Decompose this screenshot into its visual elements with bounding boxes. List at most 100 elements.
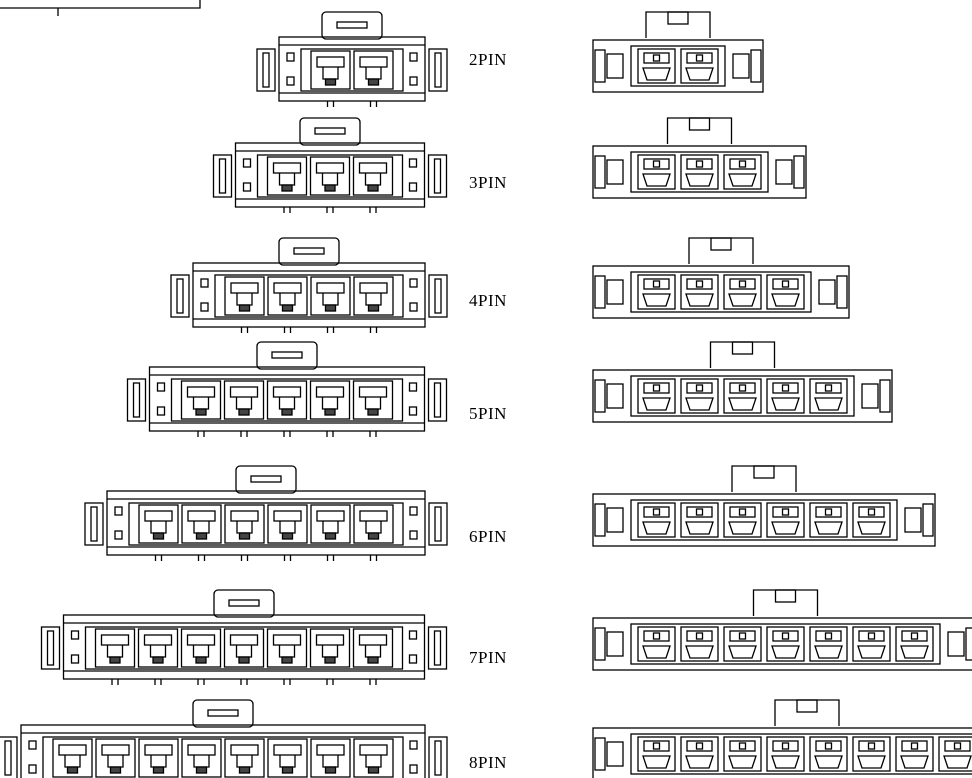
rear-terminal-hole: [695, 54, 704, 62]
housing-plate: [234, 142, 426, 208]
terminal-slot: [279, 521, 296, 534]
ear-rib-right: [434, 278, 442, 314]
rear-terminal-lance: [857, 755, 886, 769]
terminal-slot: [236, 293, 253, 306]
rear-terminal-hole: [652, 384, 661, 392]
rear-terminal-hole: [824, 508, 833, 516]
ear-rib-left: [176, 278, 184, 314]
front-view-6pin: [84, 465, 448, 561]
latch-slot: [271, 351, 303, 359]
rear-cavity-1: [637, 274, 676, 310]
rear-terminal-lance: [642, 755, 671, 769]
rear-cavity-window: [772, 382, 799, 394]
rear-cavity-window: [858, 630, 885, 642]
cavity-outline: [267, 504, 308, 544]
rear-terminal-lance: [728, 645, 757, 659]
rear-cavity-window: [729, 630, 756, 642]
side-window-left-bottom: [114, 530, 123, 540]
terminal-crimp: [367, 656, 379, 664]
rear-cavity-outline: [637, 274, 676, 310]
rear-cavity-7: [895, 626, 934, 662]
ear-rib-left: [46, 630, 55, 666]
rear-cavity-4: [766, 626, 805, 662]
rear-terminal-lance: [685, 173, 714, 187]
cavity-outline: [181, 738, 222, 778]
lock-clip-window: [796, 699, 818, 713]
rear-cavity-2: [680, 736, 719, 772]
ear-rib-left: [4, 740, 12, 776]
rear-cavity-window: [729, 506, 756, 518]
rear-cavity-window: [643, 740, 670, 752]
side-ear-left: [212, 154, 233, 198]
lock-clip: [709, 341, 776, 368]
cavity-outline: [310, 50, 351, 90]
rear-cavity-outline: [680, 626, 719, 662]
rear-body: [630, 271, 812, 313]
rear-body: [630, 623, 941, 665]
terminal-crimp: [66, 766, 79, 774]
rear-cavity-outline: [766, 626, 805, 662]
rear-ear-right: [879, 379, 891, 413]
terminal-crimp: [109, 656, 121, 664]
cavity-outline: [94, 628, 136, 668]
terminal-crimp: [238, 408, 250, 416]
rear-cavity-outline: [766, 736, 805, 772]
rear-cavity-7: [895, 736, 934, 772]
side-window-left-top: [242, 158, 252, 168]
front-cavity-6: [309, 628, 351, 685]
cavity-window: [144, 510, 173, 522]
rear-terminal-hole: [781, 280, 790, 288]
cavity-window: [272, 634, 302, 646]
front-cavity-2: [95, 738, 136, 778]
cavity-window: [358, 634, 388, 646]
rear-cavity-window: [815, 630, 842, 642]
front-cavity-3: [180, 628, 222, 685]
side-ear-left: [84, 502, 104, 546]
terminal-slot: [322, 67, 339, 80]
rear-latch-left: [606, 279, 624, 305]
ear-rib-left: [218, 158, 227, 194]
terminal-slot: [64, 755, 81, 768]
rear-latch-right: [861, 383, 879, 409]
side-window-left-top: [156, 382, 166, 392]
side-ear-left: [256, 48, 276, 92]
front-cavity-2: [267, 276, 308, 333]
rear-terminal-hole: [652, 742, 661, 750]
rear-cavity-outline: [852, 502, 891, 538]
terminal-slot: [278, 397, 296, 410]
rear-cavity-outline: [852, 736, 891, 772]
rear-cavity-window: [858, 506, 885, 518]
rear-latch-left: [606, 741, 624, 767]
latch-slot: [228, 599, 260, 607]
rear-cavity-outline: [766, 274, 805, 310]
cavity-window: [186, 386, 216, 398]
rear-cavity-6: [852, 626, 891, 662]
front-cavity-4: [267, 504, 308, 561]
ear-rib-left: [132, 382, 141, 418]
terminal-slot: [193, 521, 210, 534]
rear-plate: [592, 265, 850, 319]
rear-terminal-lance: [728, 755, 757, 769]
rear-cavity-outline: [766, 502, 805, 538]
side-ear-right: [427, 626, 448, 670]
cavity-outline: [267, 276, 308, 316]
rear-terminal-hole: [738, 508, 747, 516]
rear-cavity-window: [686, 382, 713, 394]
housing-body: [42, 736, 404, 778]
cavity-outline: [224, 738, 265, 778]
rear-cavity-3: [723, 378, 762, 414]
front-cavity-4: [223, 628, 265, 685]
front-view-4pin: [170, 237, 448, 333]
cavity-outline: [224, 504, 265, 544]
terminal-slot: [365, 755, 382, 768]
rear-terminal-lance: [857, 521, 886, 535]
rear-view-5pin: [592, 341, 893, 423]
rear-plate: [592, 727, 972, 778]
rear-terminal-hole: [695, 384, 704, 392]
terminal-crimp: [324, 656, 336, 664]
rear-view-2pin: [592, 11, 764, 93]
front-cavity-3: [138, 738, 179, 778]
cavity-window: [316, 56, 345, 68]
side-window-right-top: [409, 52, 418, 62]
cavity-window: [315, 634, 345, 646]
